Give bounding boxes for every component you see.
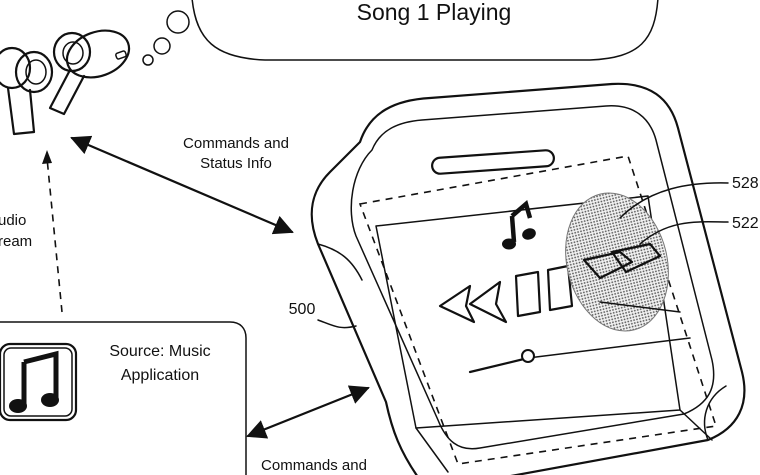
- commands-arrow-bottom: [246, 385, 370, 439]
- commands-bottom-label: Commands and: [261, 457, 367, 474]
- audio-stream-label-2: ream: [0, 233, 32, 250]
- source-box: Source: Music Application: [0, 321, 247, 475]
- source-label-1: Source: Music: [109, 343, 210, 360]
- source-label-2: Application: [121, 367, 199, 384]
- touch-highlight-528: [565, 192, 669, 332]
- fast-forward-icon[interactable]: [552, 182, 683, 342]
- thought-bubble: Song 1 Playing: [142, 0, 659, 66]
- bubble-text: Song 1 Playing: [357, 0, 512, 25]
- svg-text:500: 500: [289, 301, 316, 318]
- commands-status-label-2: Status Info: [200, 155, 272, 172]
- svg-text:528: 528: [732, 175, 759, 192]
- ref-500: 500: [289, 301, 357, 329]
- audio-stream-label-1: udio: [0, 212, 26, 229]
- rewind-icon[interactable]: [438, 280, 508, 324]
- earbuds-icon: [0, 29, 131, 136]
- music-note-icon: [9, 350, 59, 413]
- pause-icon[interactable]: [514, 264, 574, 318]
- charging-case-device: [310, 82, 746, 475]
- volume-slider[interactable]: [468, 337, 691, 374]
- commands-status-label-1: Commands and: [183, 135, 289, 152]
- audio-stream-arrow: [46, 157, 63, 313]
- ref-528: 528: [619, 175, 759, 219]
- screen-music-note-icon: [502, 200, 536, 250]
- ref-522: 522: [639, 215, 759, 245]
- svg-text:522: 522: [732, 215, 759, 232]
- slider-thumb[interactable]: [521, 349, 535, 363]
- commands-arrow-top: [70, 135, 294, 235]
